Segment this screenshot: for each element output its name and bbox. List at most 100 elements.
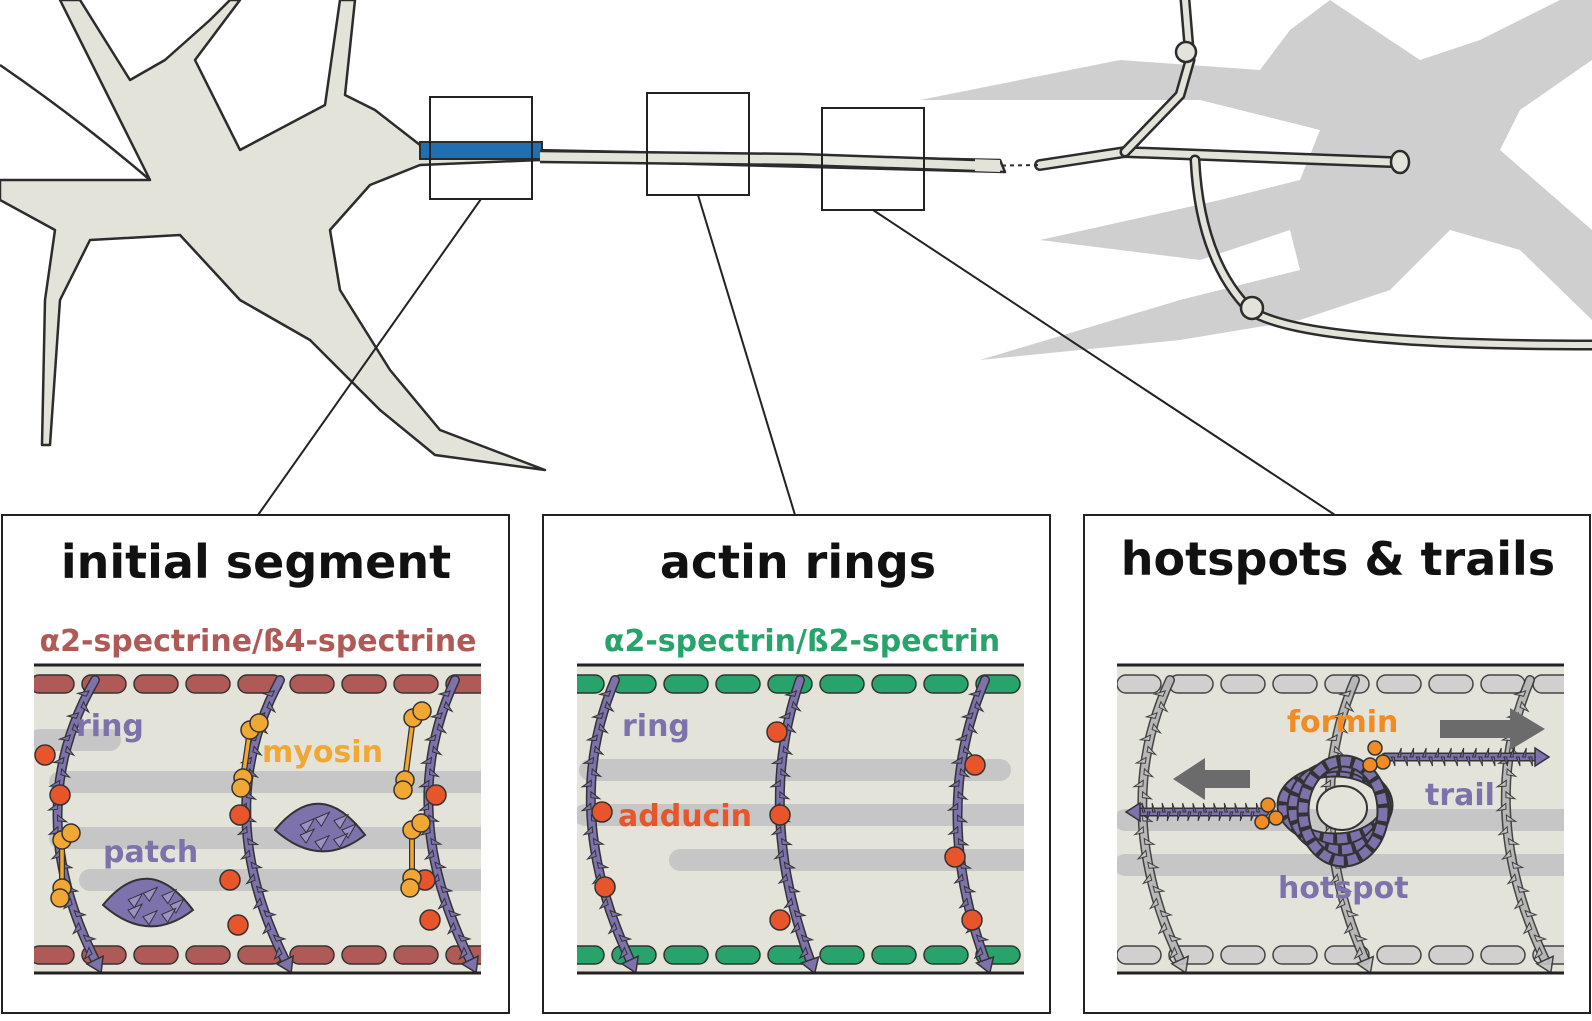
myosin-head [412, 701, 432, 721]
adducin-dot [964, 754, 986, 776]
spectrin-tetramer [1117, 945, 1162, 965]
actin-barb [250, 861, 264, 869]
actin-barb [436, 722, 448, 734]
actin-barb [1505, 814, 1518, 822]
actin-arrowhead [1124, 801, 1141, 823]
actin-barb [580, 779, 592, 788]
actin-barb [958, 897, 969, 909]
actin-barb [423, 849, 435, 861]
actin-barb [618, 946, 628, 961]
actin-barb [1151, 722, 1163, 735]
actin-barb [1325, 734, 1339, 742]
branch-up [1122, 0, 1194, 155]
label-myosin: myosin [262, 735, 383, 770]
actin-barb [591, 767, 603, 778]
actin-barb [1151, 802, 1156, 813]
actin-barb [1161, 802, 1166, 813]
actin-barb [1533, 934, 1548, 942]
actin-barb [57, 734, 72, 742]
actin-barb [262, 921, 272, 935]
zoom-indicators [257, 92, 1336, 516]
adducin-dot [769, 804, 791, 826]
actin-barb [437, 690, 452, 697]
actin-barb [1505, 790, 1517, 800]
actin-barb [261, 690, 276, 697]
actin-barb [798, 946, 809, 960]
actin-barb [779, 790, 791, 800]
actin-barb [1390, 756, 1396, 767]
actin-barb [1333, 745, 1345, 756]
actin-barb [75, 690, 90, 697]
actin-barb [1337, 690, 1352, 697]
actin-barb [783, 861, 797, 869]
patch-barb [161, 888, 178, 905]
hotspot-core [1316, 785, 1368, 831]
actin-barb [585, 849, 597, 861]
actin-arrowhead [799, 955, 820, 973]
target-neuron-silhouette [920, 0, 1592, 360]
actin-barb [580, 802, 592, 812]
actin-barb [1459, 747, 1465, 758]
spectrin-tetramer [1168, 674, 1214, 694]
spectrin-tetramer [1480, 674, 1526, 694]
spectrin-tetramer [1272, 945, 1318, 965]
actin-barb [973, 946, 984, 960]
spectrin-tetramer [1117, 674, 1162, 694]
actin-barb [598, 897, 609, 910]
label-hotspot: hotspot [1278, 871, 1409, 906]
spectrin-tetramer [1272, 674, 1318, 694]
actin-barb [1345, 909, 1360, 918]
neuron [0, 0, 1592, 472]
actin-barb [1434, 747, 1440, 758]
actin-barb [950, 756, 963, 764]
actin-barb [1245, 802, 1250, 813]
actin-barb [956, 813, 969, 823]
panel-actin-rings: actin rings α2-spectrin/ß2-spectrin ring… [542, 514, 1051, 1014]
actin-barb [1171, 802, 1177, 813]
actin-barb [1421, 747, 1427, 758]
actin-barb [770, 825, 782, 836]
actin-barb [1144, 711, 1158, 719]
actin-barb [1158, 700, 1169, 713]
actin-barb [1339, 885, 1353, 893]
actin-barb [245, 873, 256, 885]
actin-barb [419, 756, 433, 764]
spectrin-tetramer [185, 945, 231, 965]
actin-barb [64, 745, 76, 757]
actin-barb [1166, 811, 1171, 822]
spectrin-row-bottom [577, 945, 1021, 965]
varicosity-bottom [1239, 295, 1265, 321]
right-arrow-icon [1440, 708, 1545, 750]
actin-barb [1495, 779, 1507, 788]
actin-barb [960, 711, 974, 719]
myosin-head [400, 878, 420, 898]
actin-barb [1506, 767, 1518, 778]
actin-barb [1512, 690, 1527, 697]
neuron-soma [0, 0, 1007, 472]
adducin-dot [49, 784, 71, 806]
actin-barb [447, 909, 462, 918]
background-filaments [577, 759, 1024, 871]
actin-barb [1497, 825, 1509, 836]
actin-barb [1133, 825, 1145, 836]
spectrin-tetramer [767, 674, 813, 694]
spectrin-tetramer [819, 674, 865, 694]
branch-down [1192, 157, 1592, 348]
actin-barb [1465, 756, 1471, 767]
actin-barb [962, 745, 974, 756]
spectrin-tetramer [577, 674, 605, 694]
actin-barb [1146, 745, 1158, 756]
formin-dot [1367, 740, 1383, 756]
actin-barb [1157, 921, 1168, 935]
actin-patches [101, 802, 367, 928]
actin-barb [967, 690, 982, 697]
actin-barb [777, 873, 789, 885]
patch-barb [314, 811, 331, 828]
spectrin-tetramer [663, 674, 709, 694]
actin-arrowhead [1355, 955, 1375, 973]
panel-content [577, 674, 1024, 973]
actin-barb [1229, 811, 1234, 822]
myosin-head [411, 813, 431, 833]
actin-barb [263, 909, 277, 918]
